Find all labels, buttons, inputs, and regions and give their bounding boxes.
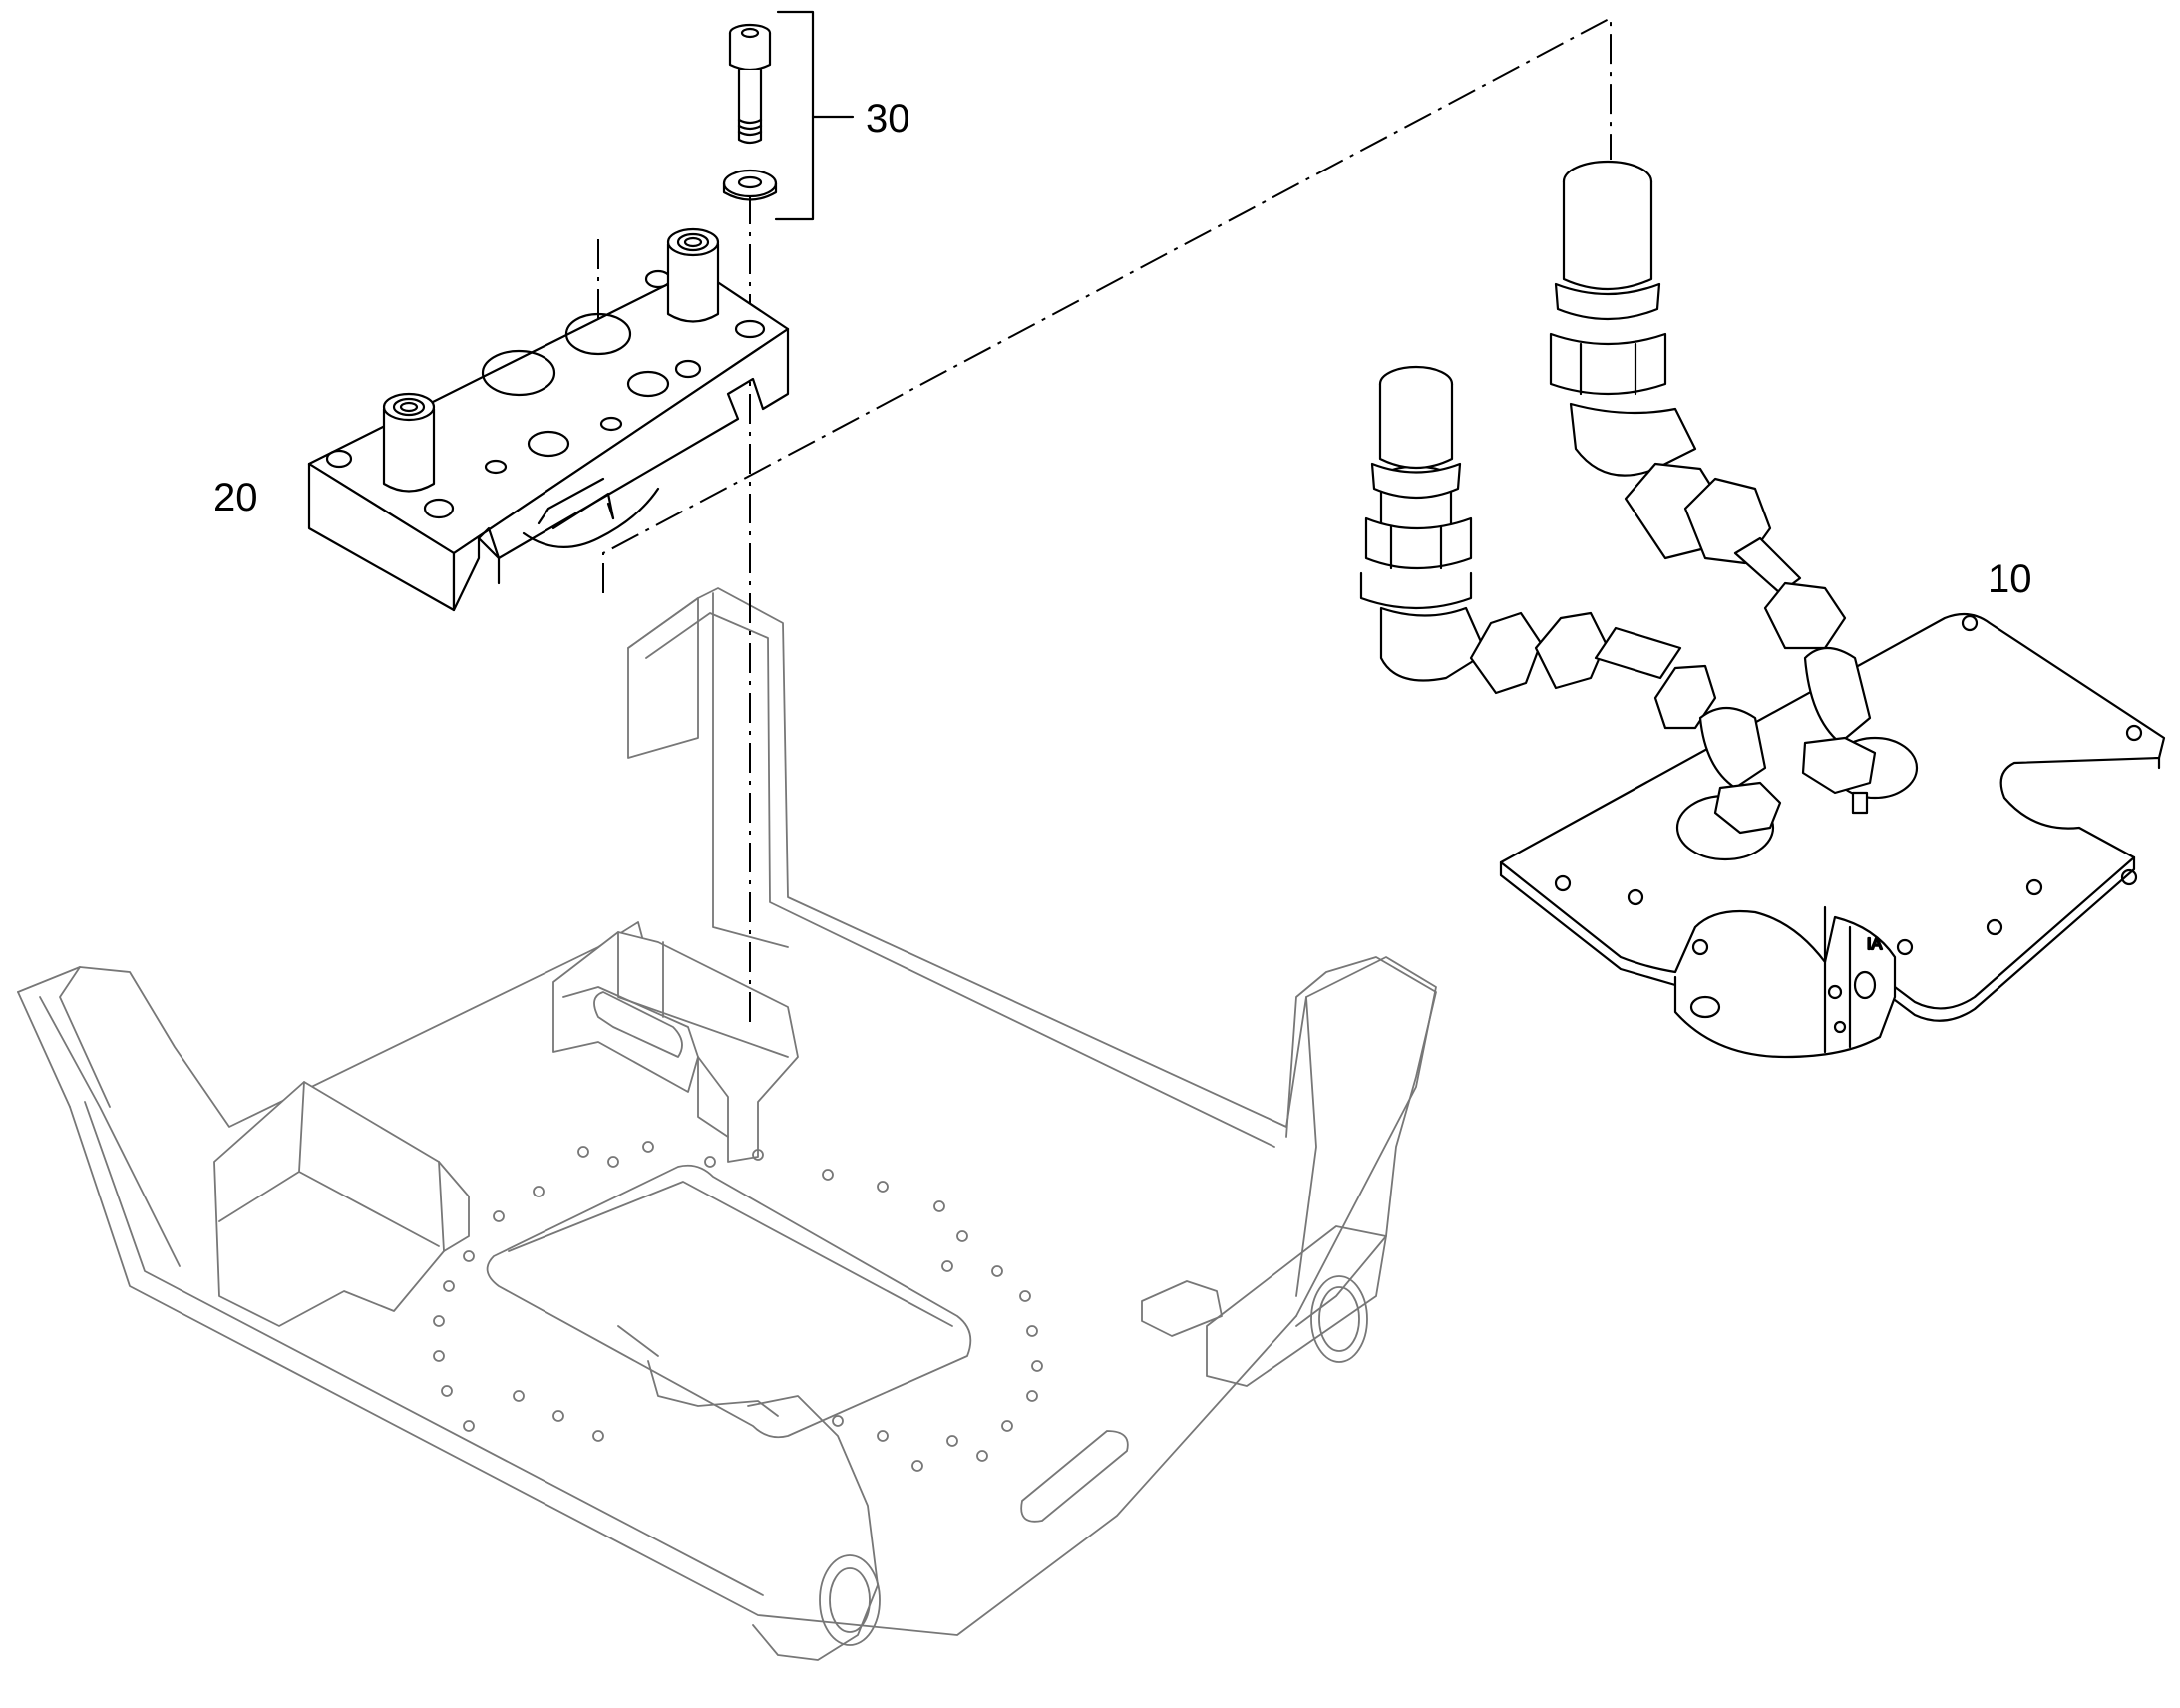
callout-20: 20 bbox=[213, 476, 258, 519]
bolt-hole-pattern bbox=[433, 1141, 1043, 1472]
callout-10: 10 bbox=[1988, 557, 2032, 601]
part-10-swivel-assembly: IA bbox=[1359, 160, 2166, 1059]
valve-marking: IA bbox=[1867, 936, 1882, 953]
part-20-manifold-block bbox=[307, 227, 790, 612]
callout-30: 30 bbox=[866, 97, 910, 141]
frame-ghost bbox=[17, 587, 1437, 1661]
part-30-screw-washer bbox=[722, 10, 855, 221]
